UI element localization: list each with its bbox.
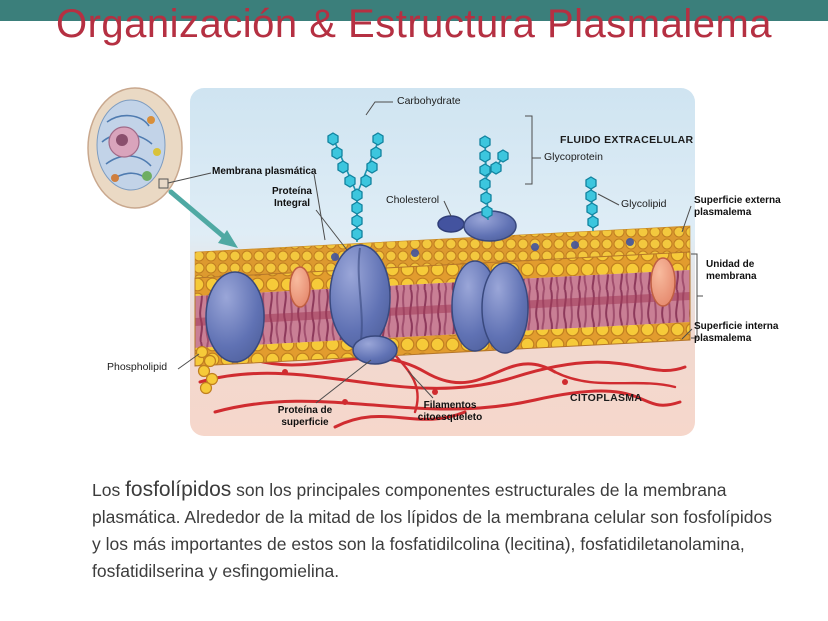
label-proteina-superficie: Proteína de superficie xyxy=(277,405,333,428)
label-fluido-extracelular: FLUIDO EXTRACELULAR xyxy=(560,134,694,146)
membrane-diagram: Carbohydrate FLUIDO EXTRACELULAR Glycopr… xyxy=(85,82,795,462)
zoom-arrow-icon xyxy=(168,189,238,248)
cholesterol-dome xyxy=(437,215,465,233)
label-membrana-plasmatica: Membrana plasmática xyxy=(212,166,317,177)
surface-protein xyxy=(352,335,398,365)
label-citoplasma: CITOPLASMA xyxy=(570,392,643,404)
membrane-proteins xyxy=(205,210,676,365)
body-lead: Los xyxy=(92,480,126,500)
page-title: Organización & Estructura Plasmalema xyxy=(55,2,773,46)
label-superficie-interna: Superficie interna plasmalema xyxy=(694,321,779,344)
cholesterol-molecules xyxy=(331,238,634,261)
body-paragraph: Los fosfolípidos son los principales com… xyxy=(92,476,780,585)
label-superficie-externa: Superficie externa plasmalema xyxy=(694,195,781,218)
title-band xyxy=(0,0,828,21)
nucleolus xyxy=(116,134,128,146)
carbohydrate-chains xyxy=(327,132,599,242)
integral-protein-left xyxy=(205,271,265,363)
label-carbohydrate: Carbohydrate xyxy=(397,95,461,107)
body-rest: son los principales componentes estructu… xyxy=(92,480,772,581)
label-glycolipid: Glycolipid xyxy=(621,198,667,210)
channel-protein-b xyxy=(481,262,529,354)
label-filamentos: Filamentos citoesqueleto xyxy=(417,400,483,423)
membrane-bilayer xyxy=(194,225,691,395)
body-term-fosfolipidos: fosfolípidos xyxy=(125,478,232,501)
label-unidad-membrana: Unidad de membrana xyxy=(706,259,757,282)
label-cholesterol: Cholesterol xyxy=(386,194,440,206)
salmon-protein-left xyxy=(289,266,311,308)
membrane-diagram-graphic xyxy=(87,87,703,436)
cytoskeleton-filaments xyxy=(198,342,687,429)
loose-phospholipids xyxy=(195,345,219,395)
membrane-zoom-marker xyxy=(158,178,169,189)
label-glycoprotein: Glycoprotein xyxy=(544,151,603,163)
label-proteina-integral: Proteína Integral xyxy=(271,186,312,209)
cell-inset-illustration xyxy=(87,87,183,209)
label-phospholipid: Phospholipid xyxy=(107,361,168,373)
salmon-protein-right xyxy=(650,257,676,307)
leader-lines xyxy=(167,101,703,404)
